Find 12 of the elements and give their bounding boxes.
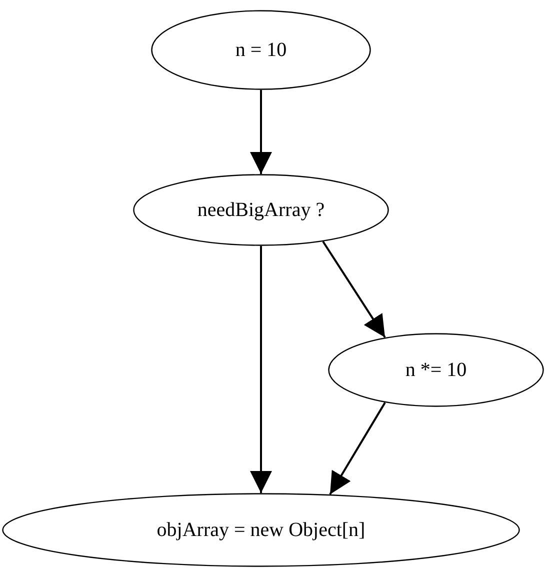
arrow bbox=[322, 240, 386, 338]
arrow bbox=[329, 402, 386, 495]
process-ellipse bbox=[328, 333, 544, 407]
node-label: needBigArray ? bbox=[197, 198, 325, 222]
node-label: n *= 10 bbox=[405, 358, 467, 382]
node-label: objArray = new Object[n] bbox=[156, 518, 366, 542]
process-ellipse bbox=[133, 174, 389, 246]
process-ellipse bbox=[2, 493, 520, 567]
arrow bbox=[250, 90, 272, 174]
arrow bbox=[250, 246, 272, 493]
node-label: n = 10 bbox=[235, 38, 287, 62]
process-ellipse bbox=[151, 10, 371, 90]
